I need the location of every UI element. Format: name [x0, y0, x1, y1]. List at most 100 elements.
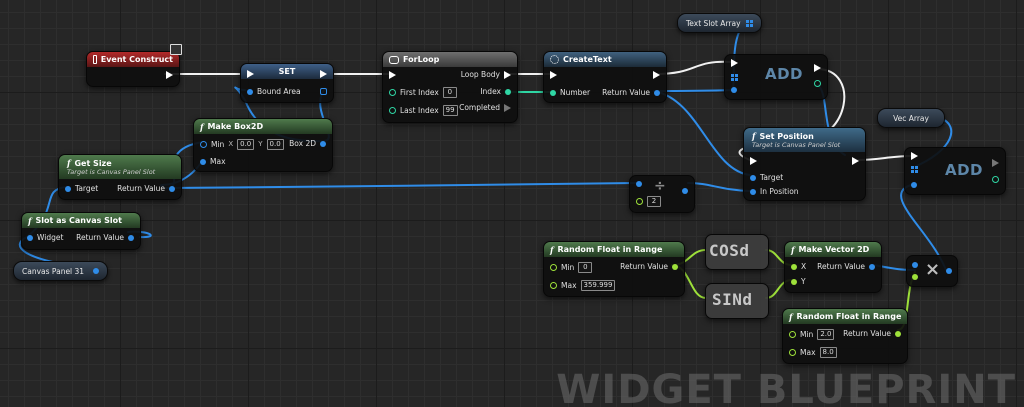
event-construct-title: Event Construct	[100, 55, 173, 64]
set-node[interactable]: SET Bound Area	[240, 63, 334, 103]
divide-node[interactable]: 2 ÷	[629, 175, 695, 213]
cos-node[interactable]: COSd	[705, 234, 769, 270]
vec-return-pin[interactable]: Return Value	[817, 262, 875, 271]
set-position-target-pin[interactable]: Target	[750, 173, 783, 182]
set-header: SET	[241, 64, 333, 79]
vec-array-variable[interactable]: Vec Array	[877, 108, 945, 128]
rf1-return-pin[interactable]: Return Value	[620, 262, 678, 271]
set-exec-in-pin[interactable]	[247, 70, 254, 78]
add1-exec-out[interactable]	[814, 64, 821, 72]
box2d-out-pin[interactable]: Box 2D	[289, 139, 326, 148]
add1-item-pin[interactable]	[731, 87, 737, 93]
array-add-node-2[interactable]: ADD	[904, 147, 1006, 195]
number-pin[interactable]: Number	[550, 88, 590, 97]
rf2-min-input[interactable]: 2.0	[817, 329, 835, 340]
add1-exec-in[interactable]	[731, 59, 738, 67]
box-max-pin[interactable]: Max	[200, 157, 226, 166]
index-pin[interactable]: Index	[480, 87, 511, 96]
divide-in-a[interactable]	[636, 181, 642, 187]
get-size-target-pin[interactable]: Target	[65, 184, 98, 193]
loop-body-label: Loop Body	[460, 70, 500, 79]
rf1-max-label: Max	[561, 281, 577, 290]
multiply-in-b[interactable]	[912, 274, 918, 280]
rf1-min-input[interactable]: 0	[578, 262, 593, 273]
add1-index-out[interactable]	[814, 80, 821, 87]
in-position-pin[interactable]: In Position	[750, 187, 799, 196]
get-size-subtitle: Target is Canvas Panel Slot	[67, 168, 156, 176]
multiply-in-a[interactable]	[912, 262, 918, 268]
rf2-return-pin[interactable]: Return Value	[843, 329, 901, 338]
last-index-input[interactable]: 99	[442, 105, 458, 116]
add2-label: ADD	[945, 161, 984, 179]
loop-body-pin[interactable]: Loop Body	[461, 70, 511, 79]
slot-return-pin[interactable]: Return Value	[76, 233, 134, 242]
sin-node[interactable]: SINd	[705, 283, 769, 319]
text-slot-array-variable[interactable]: Text Slot Array	[677, 13, 762, 33]
rf1-max-input[interactable]: 359.999	[580, 280, 616, 291]
for-loop-header: ForLoop	[383, 52, 517, 67]
divide-value-input[interactable]: 2	[647, 196, 661, 207]
widget-label: Widget	[37, 233, 64, 242]
canvas-panel-label: Canvas Panel 31	[22, 266, 85, 276]
set-position-exec-out[interactable]	[852, 157, 859, 165]
canvas-panel-variable[interactable]: Canvas Panel 31	[13, 261, 109, 281]
add2-index-out[interactable]	[992, 176, 999, 183]
last-index-label: Last Index	[400, 106, 439, 115]
multiply-out[interactable]	[946, 268, 952, 274]
array-add-node-1[interactable]: ADD	[724, 54, 828, 100]
array-icon	[745, 19, 753, 27]
min-x-label: X	[228, 140, 234, 148]
get-size-title: Get Size	[74, 158, 112, 168]
vec-x-pin[interactable]: X	[791, 262, 806, 271]
create-text-exec-out[interactable]	[653, 71, 660, 79]
rf2-max-input[interactable]: 8.0	[819, 347, 837, 358]
add2-exec-out[interactable]	[992, 159, 999, 167]
add2-item-pin[interactable]	[911, 182, 917, 188]
vec-y-pin[interactable]: Y	[791, 277, 806, 286]
create-text-node[interactable]: CreateText Number Return Value	[543, 51, 667, 103]
divide-out[interactable]	[682, 188, 688, 194]
add2-array-pin[interactable]	[911, 166, 918, 173]
get-size-target-label: Target	[75, 184, 99, 193]
set-bound-area-out-pin[interactable]	[320, 88, 327, 95]
slot-as-canvas-slot-title: Slot as Canvas Slot	[35, 216, 122, 225]
first-index-input[interactable]: 0	[442, 87, 457, 98]
number-label: Number	[560, 88, 591, 97]
set-exec-out-pin[interactable]	[320, 70, 327, 78]
divide-in-b[interactable]: 2	[636, 196, 661, 207]
canvas-panel-out-pin[interactable]	[93, 268, 100, 274]
min-y-input[interactable]: 0.0	[266, 139, 284, 150]
for-loop-exec-in[interactable]	[389, 71, 396, 79]
create-text-return-pin[interactable]: Return Value	[602, 88, 660, 97]
add2-exec-in[interactable]	[911, 152, 918, 160]
completed-pin[interactable]: Completed	[459, 103, 511, 112]
multiply-node[interactable]: ×	[906, 255, 958, 287]
set-position-exec-in[interactable]	[750, 157, 757, 165]
set-bound-area-pin[interactable]: Bound Area	[247, 87, 301, 96]
function-icon: f	[200, 121, 204, 132]
exec-out-pin[interactable]	[166, 71, 173, 79]
create-text-exec-in[interactable]	[550, 71, 557, 79]
min-x-input[interactable]: 0.0	[237, 139, 255, 150]
get-size-return-pin[interactable]: Return Value	[117, 184, 175, 193]
widget-pin[interactable]: Widget	[27, 233, 63, 242]
event-construct-node[interactable]: Event Construct	[86, 51, 180, 87]
add1-array-pin[interactable]	[731, 74, 738, 81]
